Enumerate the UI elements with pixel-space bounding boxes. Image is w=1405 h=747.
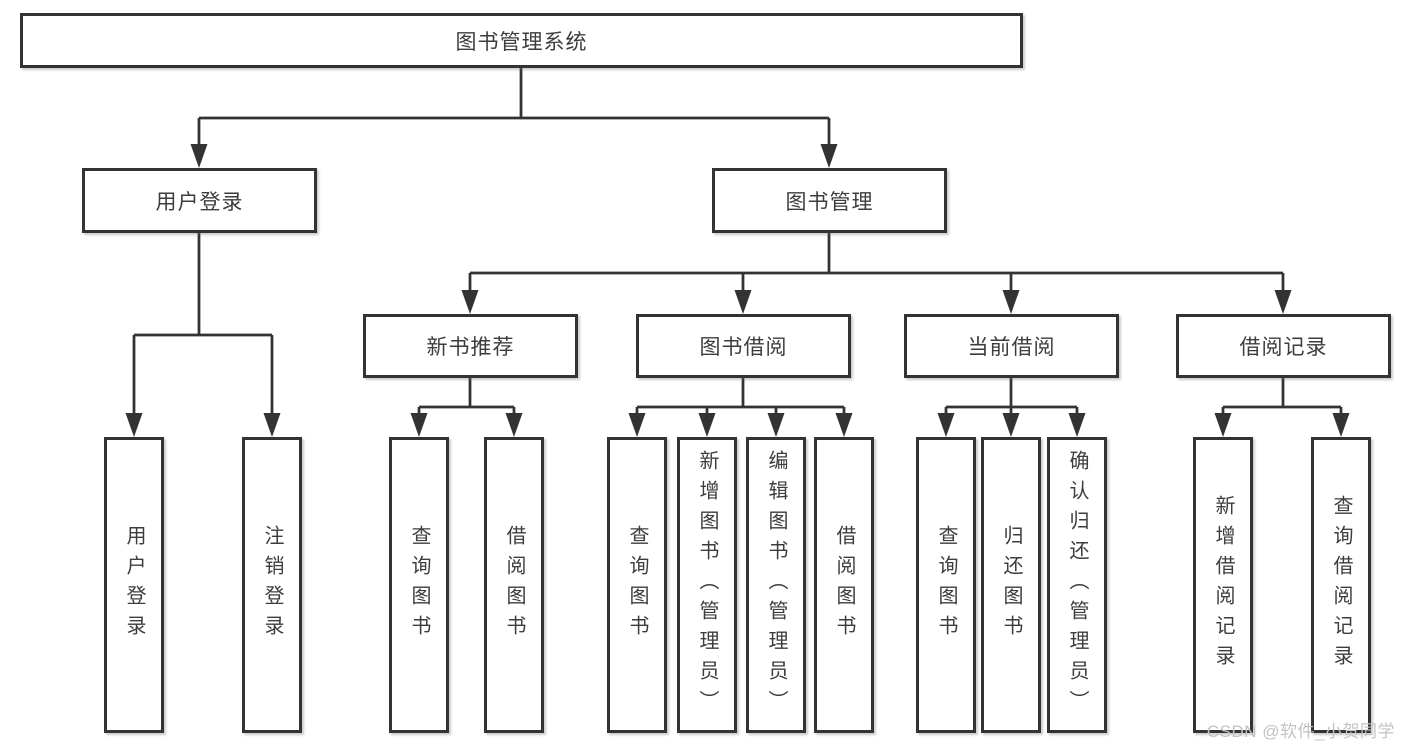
leaf-user-login: 用户登录 (104, 437, 164, 733)
node-new-book-recommend: 新书推荐 (363, 314, 578, 378)
node-label: 查询图书 (408, 525, 430, 645)
node-label: 当前借阅 (967, 336, 1056, 359)
node-user-login: 用户登录 (82, 168, 317, 233)
leaf-borrow-books: 借阅图书 (814, 437, 874, 733)
node-label: 用户登录 (155, 190, 244, 214)
node-label: 确认归还（管理员） (1066, 450, 1088, 720)
node-book-management: 图书管理 (712, 168, 947, 233)
node-label: 查询图书 (626, 525, 648, 645)
node-borrow-records: 借阅记录 (1176, 314, 1391, 378)
node-label: 图书借阅 (699, 336, 788, 359)
csdn-watermark: CSDN @软件_小贺同学 (1206, 722, 1395, 741)
node-label: 新书推荐 (426, 336, 515, 359)
node-label: 新增借阅记录 (1212, 495, 1234, 675)
node-label: 图书管理系统 (455, 30, 588, 54)
node-label: 借阅记录 (1239, 336, 1328, 359)
node-label: 查询图书 (935, 525, 957, 645)
leaf-query-books-recommend: 查询图书 (389, 437, 449, 733)
leaf-add-books-admin: 新增图书（管理员） (677, 437, 737, 733)
arrowhead-icons (125, 144, 1350, 437)
node-label: 借阅图书 (833, 525, 855, 645)
node-label: 注销登录 (261, 525, 283, 645)
node-label: 查询借阅记录 (1330, 495, 1352, 675)
leaf-query-books-borrow: 查询图书 (607, 437, 667, 733)
leaf-add-borrow-record: 新增借阅记录 (1193, 437, 1253, 733)
node-label: 借阅图书 (503, 525, 525, 645)
leaf-return-books: 归还图书 (981, 437, 1041, 733)
node-label: 归还图书 (1000, 525, 1022, 645)
node-book-borrow: 图书借阅 (636, 314, 851, 378)
node-current-borrow: 当前借阅 (904, 314, 1119, 378)
leaf-confirm-return-admin: 确认归还（管理员） (1047, 437, 1107, 733)
root-node-library-system: 图书管理系统 (20, 13, 1023, 68)
node-label: 图书管理 (785, 190, 874, 214)
leaf-borrow-books-recommend: 借阅图书 (484, 437, 544, 733)
leaf-logout-login: 注销登录 (242, 437, 302, 733)
leaf-query-borrow-record: 查询借阅记录 (1311, 437, 1371, 733)
leaf-edit-books-admin: 编辑图书（管理员） (746, 437, 806, 733)
node-label: 用户登录 (123, 525, 145, 645)
node-label: 编辑图书（管理员） (765, 450, 787, 720)
node-label: 新增图书（管理员） (696, 450, 718, 720)
leaf-query-books-current: 查询图书 (916, 437, 976, 733)
